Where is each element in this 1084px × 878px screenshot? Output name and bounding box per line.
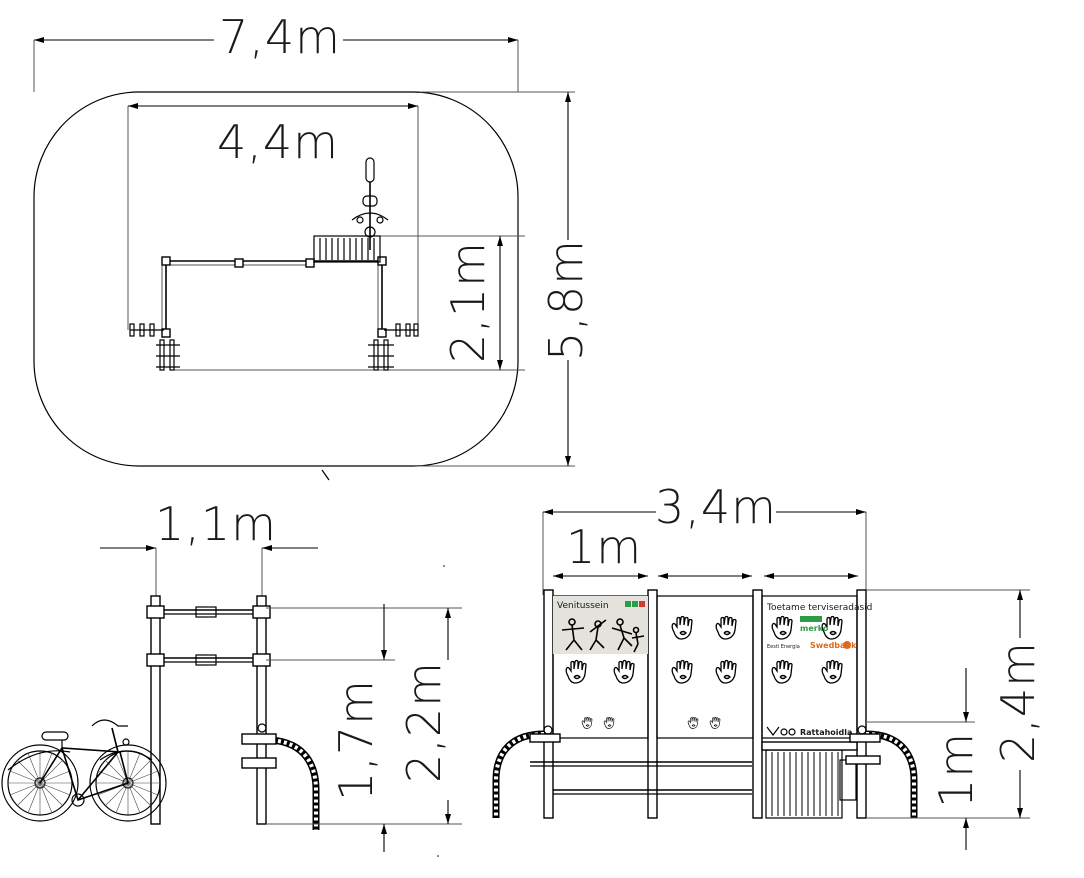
front-view: 3,4m 1m Venitussein Toetame terviseradas… — [492, 480, 1045, 850]
top-bicycle — [351, 157, 389, 250]
top-right-pedals — [368, 323, 419, 371]
top-frame — [161, 235, 387, 338]
dim-top-depth-outer: 5,8m — [539, 239, 593, 361]
top-view: 7,4m 4,4m 5,8m 2,1m — [33, 10, 593, 481]
dim-front-height-total: 2,4m — [991, 641, 1045, 763]
dim-front-width-total: 3,4m — [655, 480, 777, 534]
dim-top-width-outer: 7,4m — [219, 10, 341, 64]
safety-area-outline — [33, 91, 519, 467]
dim-front-panel-width: 1m — [566, 520, 642, 574]
sponsor-merko: merko — [800, 624, 829, 633]
brand-label: Rattahoidla — [800, 728, 852, 737]
top-left-pedals — [129, 323, 180, 371]
panel-right — [761, 595, 858, 739]
dim-top-depth-inner: 2,1m — [441, 241, 495, 363]
stretch-figures — [561, 618, 645, 653]
panel-middle — [656, 595, 754, 739]
sponsor-swedbank: Swedbank — [810, 641, 857, 650]
dim-side-height-total: 2,2m — [397, 661, 451, 783]
dim-side-height-bar: 1,7m — [329, 679, 383, 801]
sponsor-eesti-energia: Eesti Energia — [767, 644, 800, 650]
panel-right-title: Toetame terviseradasid — [766, 603, 872, 613]
dim-top-width-inner: 4,4m — [217, 115, 339, 169]
side-bicycle — [1, 719, 167, 822]
panel-left-title: Venitussein — [557, 601, 609, 611]
dim-side-depth: 1,1m — [155, 497, 277, 551]
side-view: 1,1m — [1, 497, 462, 857]
dim-front-height-lower: 1m — [929, 732, 983, 808]
